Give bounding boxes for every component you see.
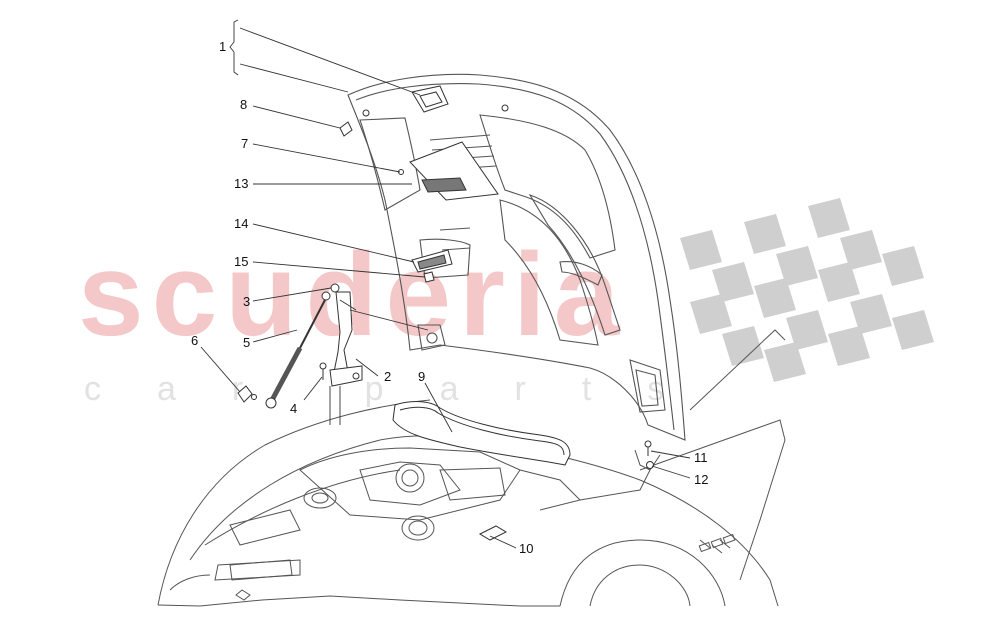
leader-lines	[200, 19, 691, 549]
callout-15: 15	[234, 254, 249, 269]
callout-11: 11	[694, 450, 708, 465]
callout-12: 12	[694, 472, 709, 487]
vent-plate	[409, 141, 499, 201]
watermark-tagline: car parts	[84, 370, 721, 408]
callout-10: 10	[519, 541, 534, 556]
callout-3: 3	[243, 294, 251, 309]
callout-2: 2	[384, 369, 392, 384]
hood	[347, 73, 686, 441]
gas-strut	[265, 291, 331, 409]
callout-14: 14	[234, 216, 249, 231]
callout-8: 8	[240, 97, 248, 112]
insulation-pad	[411, 249, 453, 273]
callout-7: 7	[241, 136, 249, 151]
callout-5: 5	[243, 335, 251, 350]
callout-4: 4	[290, 401, 298, 416]
seal-gasket	[392, 401, 571, 466]
hood-latch-top	[362, 85, 509, 117]
callout-13: 13	[234, 176, 249, 191]
callout-6: 6	[191, 333, 199, 348]
checkered-flag-watermark	[680, 198, 934, 382]
car-body	[157, 329, 786, 607]
callout-9: 9	[418, 369, 426, 384]
small-parts	[237, 121, 654, 541]
callout-1: 1	[219, 39, 227, 54]
